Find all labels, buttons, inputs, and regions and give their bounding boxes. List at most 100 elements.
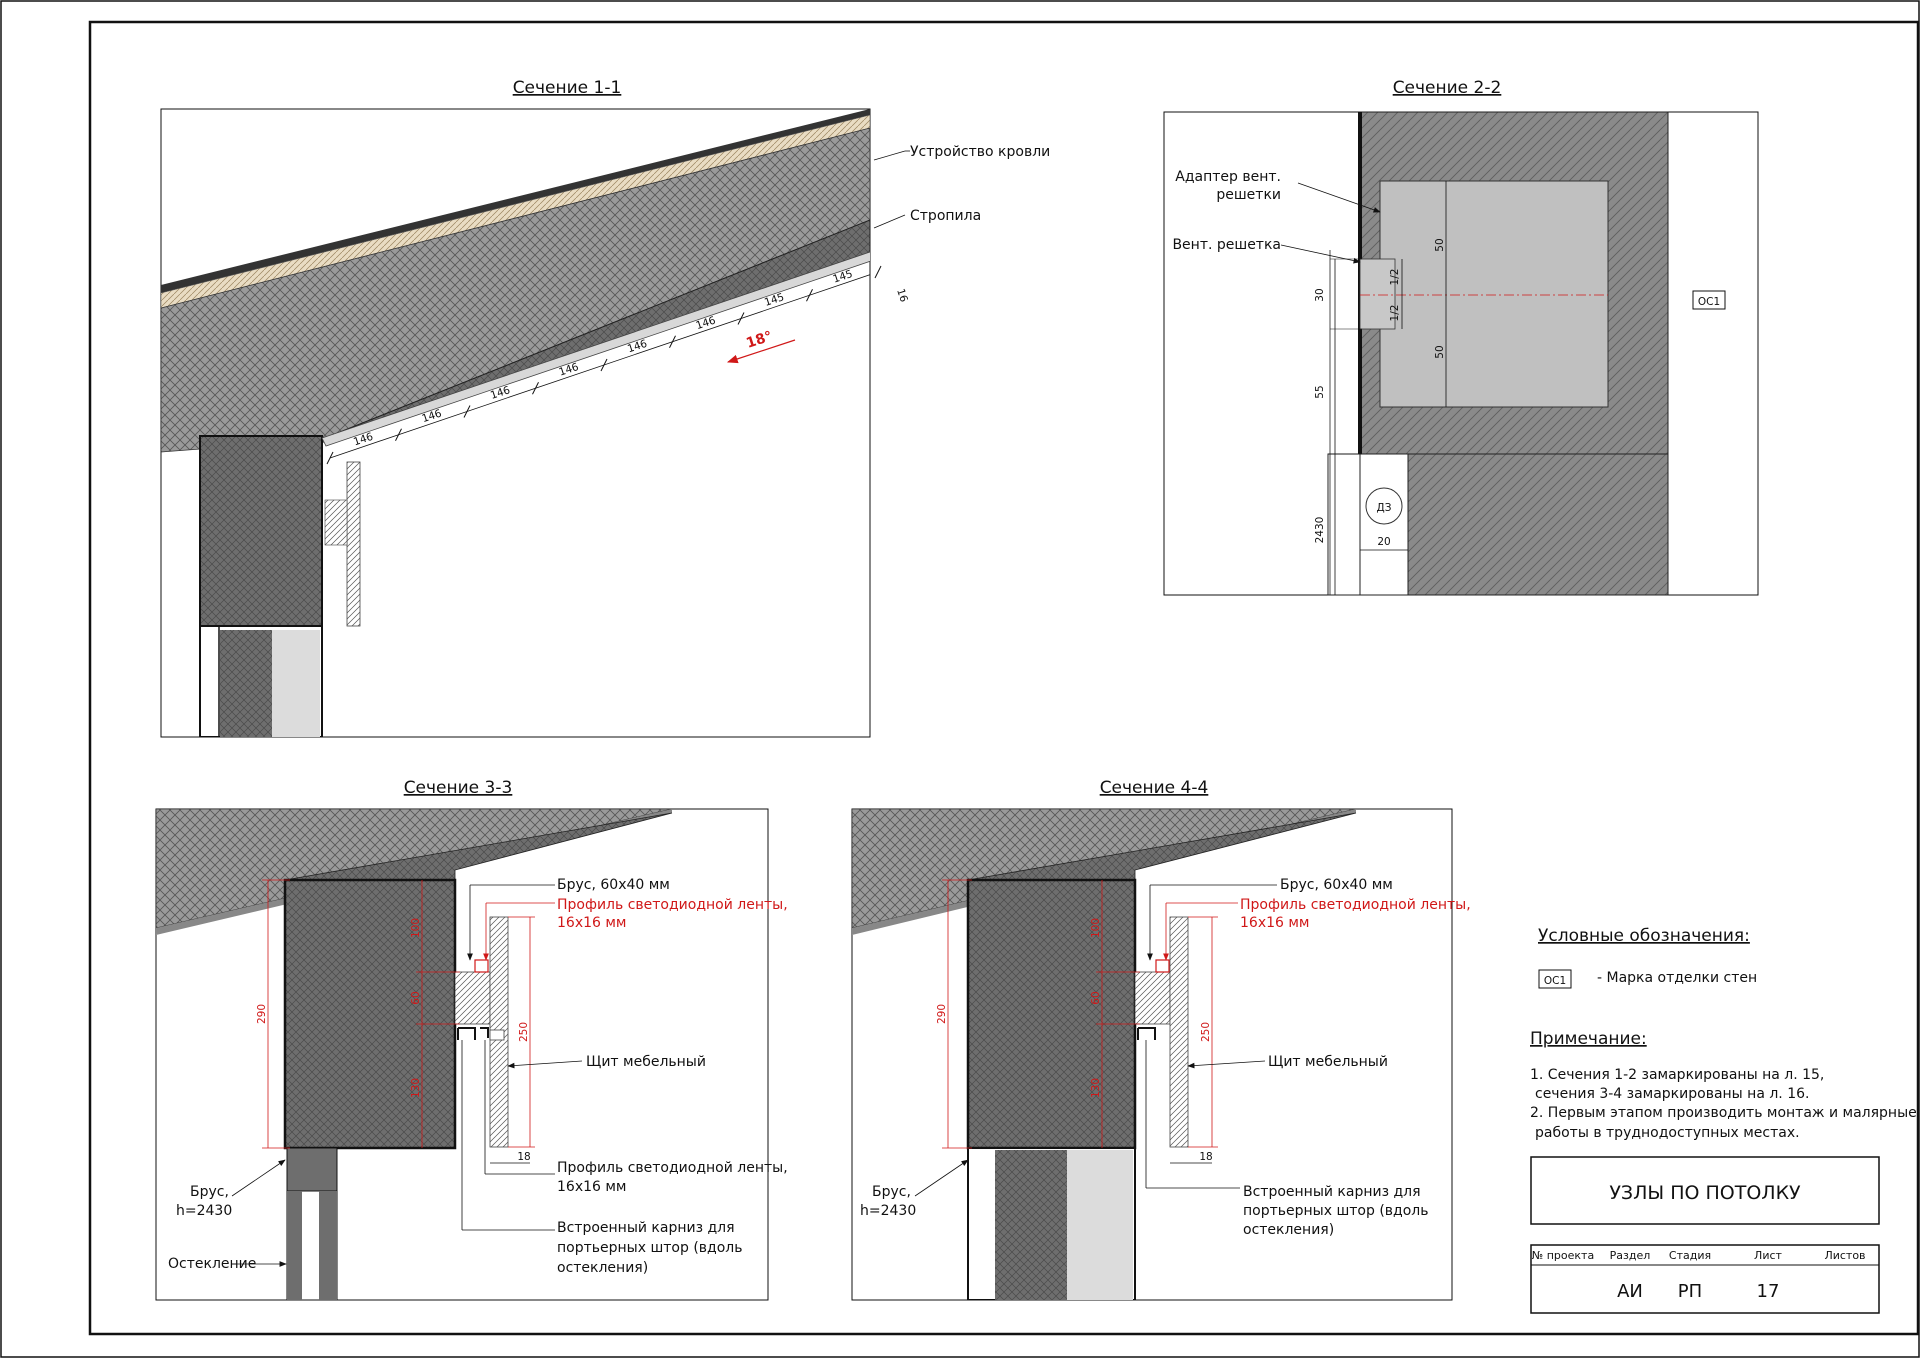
cornice-label-3: остекления) xyxy=(1243,1222,1334,1238)
thickness-dim: 16 xyxy=(894,287,910,304)
section-title: Сечение 1-1 xyxy=(513,78,622,98)
panel-dimension-label: 146 xyxy=(557,361,580,379)
svg-text:1/2: 1/2 xyxy=(1389,305,1401,322)
brus-label: Брус, 60х40 мм xyxy=(557,877,670,893)
panel-dimension-label: 146 xyxy=(420,407,443,425)
dimension-tick xyxy=(600,358,608,372)
section-2-2: Сечение 2-2 50 50 1/2 1/2 30 55 2430 20 xyxy=(1163,78,1759,596)
section-1-1: Сечение 1-1 xyxy=(160,78,1050,738)
brus-h-label-2: h=2430 xyxy=(860,1203,916,1219)
adapter-label-2: решетки xyxy=(1216,187,1281,203)
svg-text:250: 250 xyxy=(1200,1022,1212,1042)
legend-title: Условные обозначения: xyxy=(1538,926,1750,946)
svg-text:290: 290 xyxy=(256,1004,268,1024)
slope-angle: 18° xyxy=(744,328,774,351)
svg-text:Лист: Лист xyxy=(1754,1249,1782,1262)
panel-dimension-label: 146 xyxy=(352,431,375,449)
panel-dimension-label: 146 xyxy=(626,338,649,356)
door-mark-label: ДЗ xyxy=(1377,502,1392,514)
svg-text:100: 100 xyxy=(1090,918,1102,938)
cornice-label-2: портьерных штор (вдоль xyxy=(557,1240,742,1256)
brus-h-label-2: h=2430 xyxy=(176,1203,232,1219)
grille-label: Вент. решетка xyxy=(1172,237,1281,253)
led-profile-label-2: 16х16 мм xyxy=(557,1179,627,1195)
stamp-title: УЗЛЫ ПО ПОТОЛКУ xyxy=(1609,1182,1801,1204)
svg-text:Стадия: Стадия xyxy=(1669,1249,1711,1262)
svg-text:290: 290 xyxy=(936,1004,948,1024)
dimension-tick xyxy=(326,451,334,465)
dimension-tick xyxy=(806,289,813,302)
section-3-3: Сечение 3-3 xyxy=(155,778,788,1301)
adapter-label-1: Адаптер вент. xyxy=(1175,169,1281,185)
brus-post xyxy=(286,1147,338,1192)
brus-h-label-1: Брус, xyxy=(872,1184,911,1200)
section-title: Сечение 2-2 xyxy=(1393,78,1502,98)
led-profile-label-red-2: 16х16 мм xyxy=(557,915,627,931)
cornice-label-1: Встроенный карниз для xyxy=(1243,1184,1421,1200)
svg-text:ОС1: ОС1 xyxy=(1544,975,1566,987)
beam xyxy=(283,878,457,1150)
led-profile-red xyxy=(474,959,489,973)
beam xyxy=(966,878,1137,1150)
svg-text:250: 250 xyxy=(518,1022,530,1042)
svg-text:Листов: Листов xyxy=(1824,1249,1865,1262)
svg-text:50: 50 xyxy=(1434,345,1446,358)
brus-label: Брус, 60х40 мм xyxy=(1280,877,1393,893)
svg-text:30: 30 xyxy=(1314,288,1326,301)
section-title: Сечение 3-3 xyxy=(404,778,513,798)
panel-dimension-label: 146 xyxy=(694,314,717,332)
roof-device-label: Устройство кровли xyxy=(910,144,1050,160)
wall-top-beam xyxy=(199,435,323,627)
legend-block: Условные обозначения: ОС1 - Марка отделк… xyxy=(1538,926,1757,989)
svg-text:130: 130 xyxy=(410,1078,422,1098)
svg-text:работы в труднодоступных места: работы в труднодоступных местах. xyxy=(1535,1125,1800,1141)
vent-opening xyxy=(1379,180,1609,408)
brus-h-label-1: Брус, xyxy=(190,1184,229,1200)
panel-dimension-label: 146 xyxy=(489,384,512,402)
vent-grille xyxy=(1359,258,1396,330)
panel-dimensions: 146 146 146 146 146 146 145 145 xyxy=(326,265,882,465)
svg-text:20: 20 xyxy=(1377,536,1390,548)
svg-text:100: 100 xyxy=(410,918,422,938)
roof-cover-line xyxy=(161,109,870,293)
svg-text:18: 18 xyxy=(517,1151,530,1163)
legend-mark-tag xyxy=(1538,969,1572,989)
curtain-cornice xyxy=(457,1027,489,1040)
led-profile-label-red-1: Профиль светодиодной ленты, xyxy=(557,897,788,913)
panel-dimension-label: 145 xyxy=(831,268,854,286)
svg-text:60: 60 xyxy=(1090,991,1102,1004)
dimension-tick xyxy=(737,312,745,325)
slope-arrow xyxy=(726,339,796,364)
cornice-label-1: Встроенный карниз для xyxy=(557,1220,735,1236)
furniture-panel xyxy=(1169,916,1189,1148)
led-profile-red xyxy=(1155,959,1170,973)
svg-text:1/2: 1/2 xyxy=(1389,269,1401,286)
brus-60x40 xyxy=(1134,971,1171,1025)
led-profile-label-red-2: 16х16 мм xyxy=(1240,915,1310,931)
svg-text:№ проекта: № проекта xyxy=(1532,1249,1594,1262)
panel-dimension-label: 145 xyxy=(763,291,786,309)
title-stamp: УЗЛЫ ПО ПОТОЛКУ № проекта Раздел Стадия … xyxy=(1530,1156,1880,1314)
svg-text:Раздел: Раздел xyxy=(1610,1249,1651,1262)
finish-mark-tag xyxy=(1692,290,1726,310)
cornice-label-3: остекления) xyxy=(557,1260,648,1276)
svg-text:2430: 2430 xyxy=(1314,517,1326,544)
svg-text:ОС1: ОС1 xyxy=(1698,296,1720,308)
shield-label: Щит мебельный xyxy=(1268,1054,1388,1070)
svg-text:50: 50 xyxy=(1434,238,1446,251)
glazing-label: Остекление xyxy=(168,1256,256,1272)
notes-block: Примечание: 1. Сечения 1-2 замаркированы… xyxy=(1530,1029,1917,1141)
svg-text:55: 55 xyxy=(1314,385,1326,398)
svg-text:РП: РП xyxy=(1678,1281,1702,1302)
svg-text:18: 18 xyxy=(1199,1151,1212,1163)
legend-mark-desc: - Марка отделки стен xyxy=(1597,970,1757,986)
dimension-tick xyxy=(874,265,882,279)
dimension-tick xyxy=(532,382,539,395)
ceiling-panel-strip xyxy=(321,251,870,447)
led-profile-label-red-1: Профиль светодиодной ленты, xyxy=(1240,897,1471,913)
cornice-label-2: портьерных штор (вдоль xyxy=(1243,1203,1428,1219)
door-mark xyxy=(1365,487,1403,525)
cover-board xyxy=(346,461,361,627)
dimension-tick xyxy=(463,405,471,418)
